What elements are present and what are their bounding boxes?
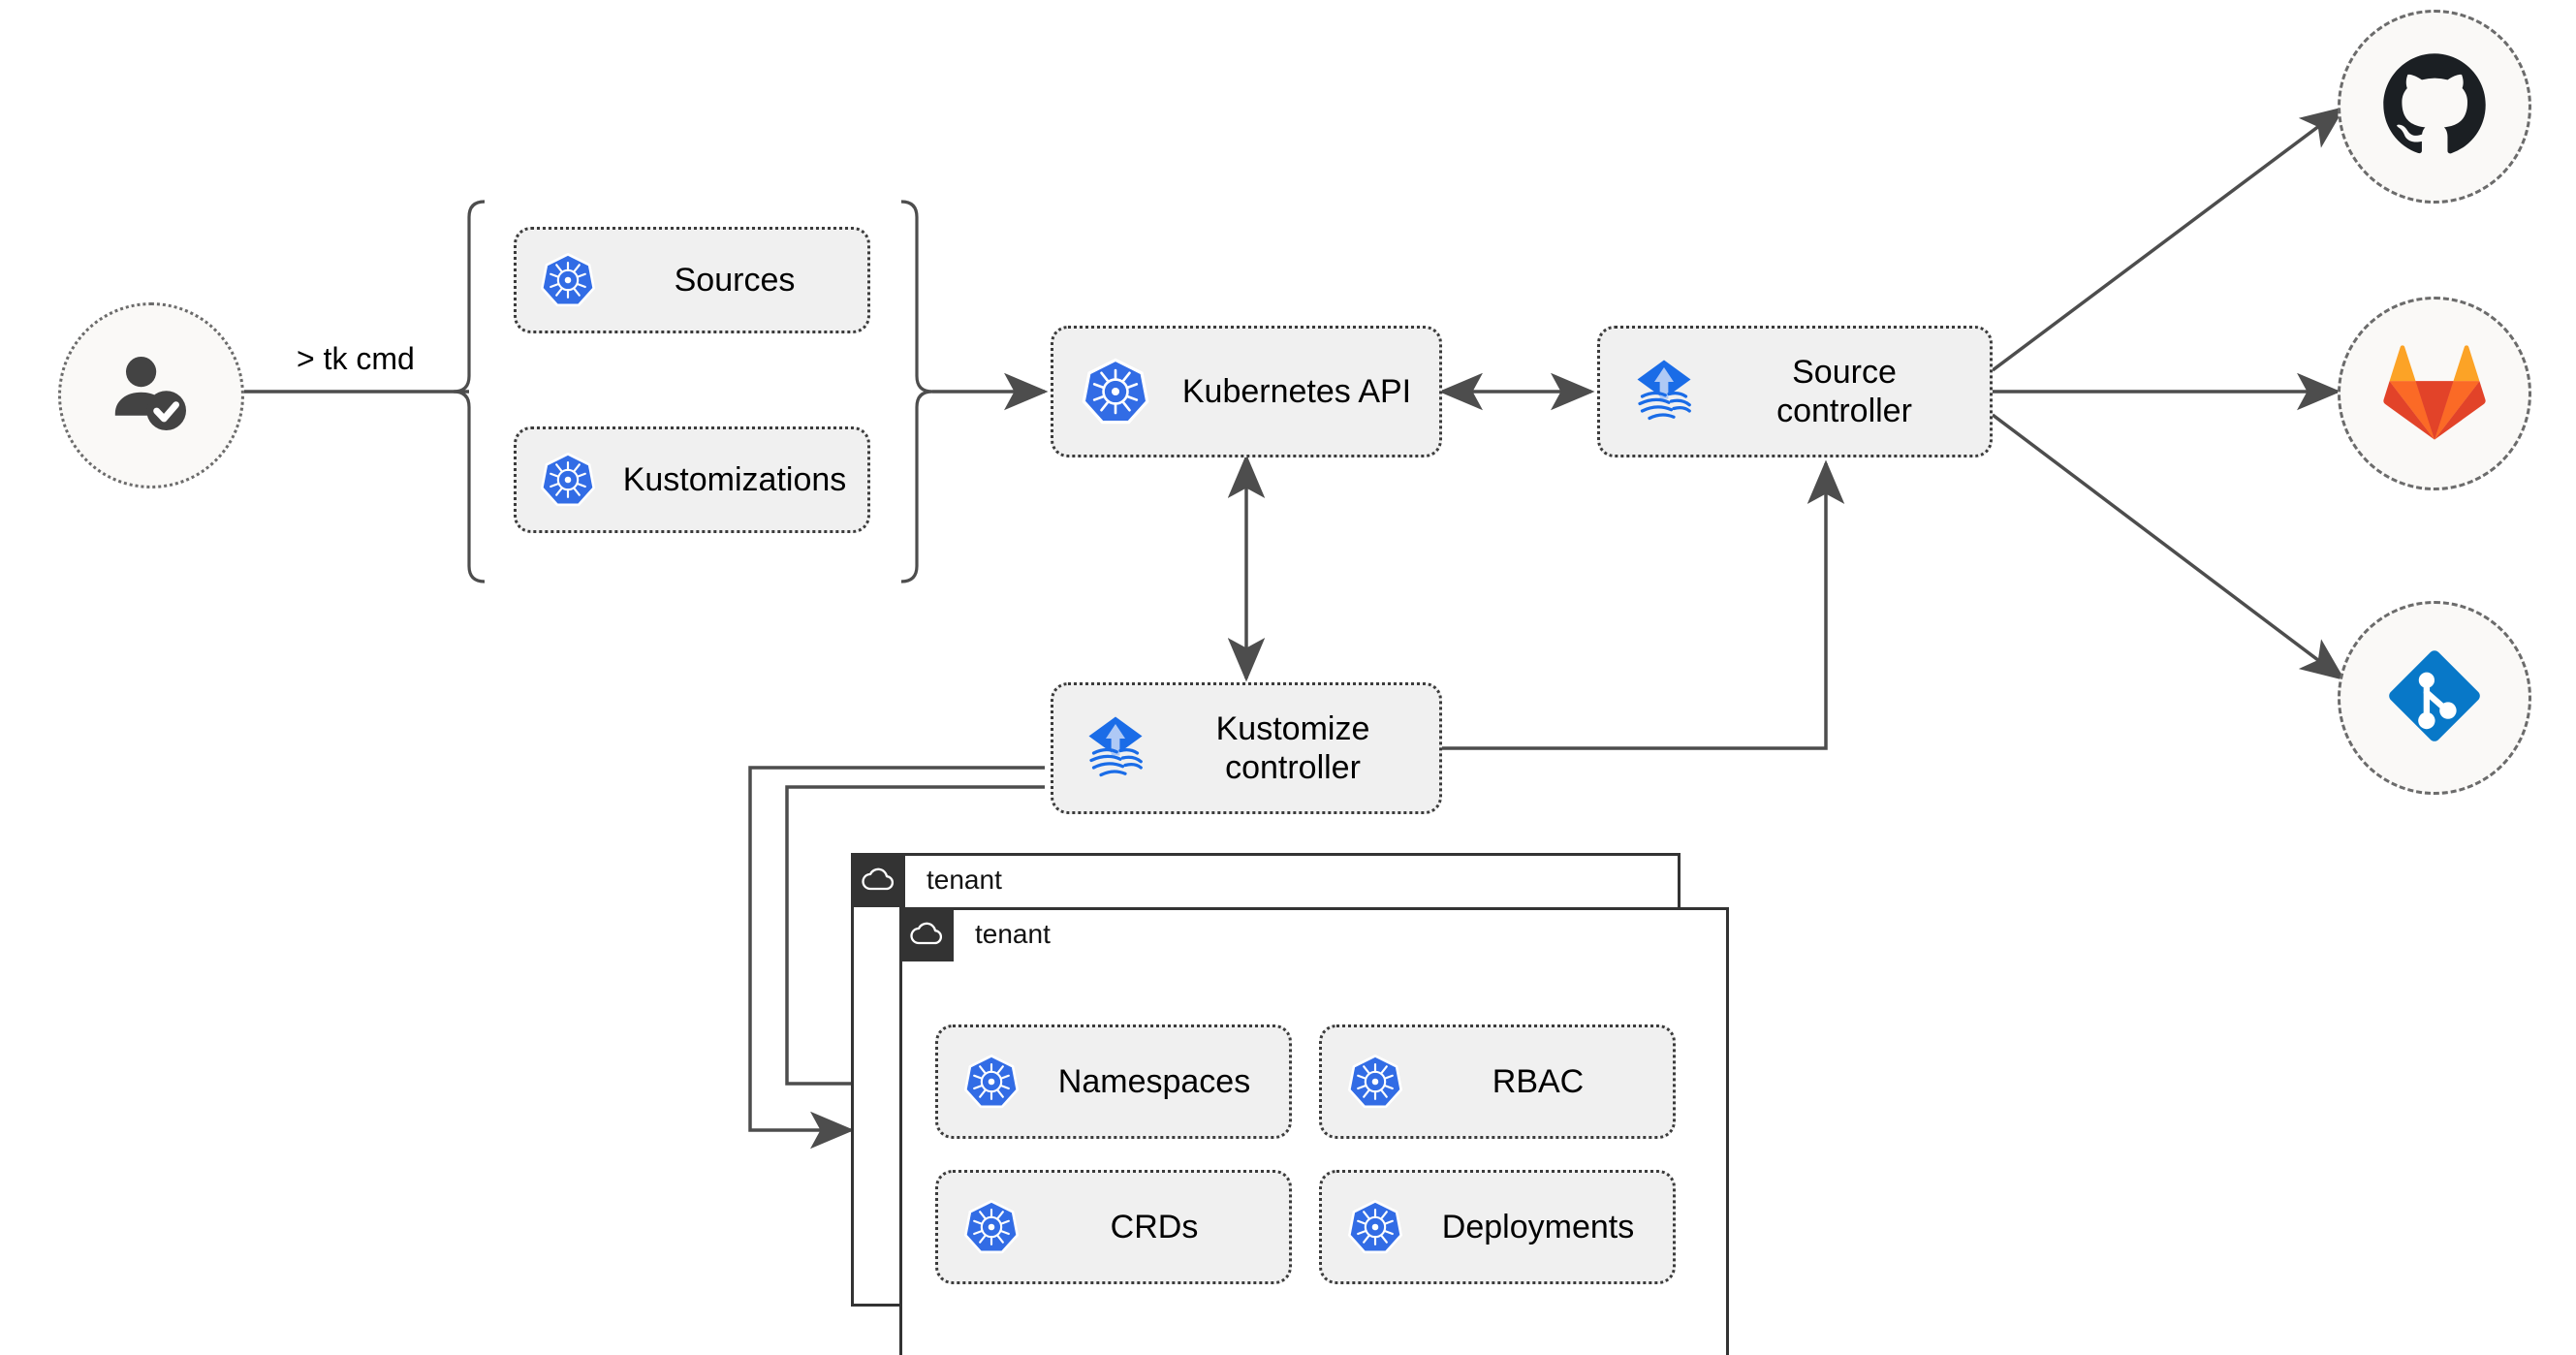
kubernetes-icon — [517, 250, 615, 310]
kubernetes-icon — [938, 1052, 1033, 1112]
node-rbac[interactable]: RBAC — [1319, 1024, 1676, 1139]
cloud-icon — [851, 853, 905, 907]
flux-icon — [1600, 353, 1712, 430]
node-kustomizations[interactable]: Kustomizations — [514, 426, 870, 533]
flux-icon — [1053, 709, 1160, 787]
node-label: Kustomize controller — [1215, 709, 1370, 786]
node-namespaces[interactable]: Namespaces — [935, 1024, 1292, 1139]
tenant-label: tenant — [975, 919, 1051, 949]
node-label: Deployments — [1441, 1208, 1635, 1245]
tenant-label: tenant — [927, 865, 1002, 895]
edge-kustomizecontroller-to-sourcecontroller — [1442, 459, 1845, 750]
node-label: Source controller — [1776, 353, 1912, 429]
node-sources[interactable]: Sources — [514, 227, 870, 333]
tenant-window-2[interactable]: tenant Namespaces — [899, 907, 1729, 1355]
node-crds[interactable]: CRDs — [935, 1170, 1292, 1284]
bracket-left — [453, 200, 486, 583]
node-kubernetes-api[interactable]: Kubernetes API — [1051, 326, 1442, 457]
kubernetes-icon — [938, 1197, 1033, 1257]
cloud-icon — [899, 907, 954, 961]
github-icon — [2381, 51, 2488, 163]
tenant-titlebar: tenant — [899, 907, 1051, 961]
user-check-icon — [105, 347, 198, 445]
kubernetes-icon — [1053, 355, 1168, 428]
node-label: Sources — [674, 261, 796, 299]
command-label: > tk cmd — [291, 341, 421, 377]
node-label: Kustomizations — [622, 460, 847, 498]
node-label: Kubernetes API — [1181, 372, 1412, 410]
node-label: CRDs — [1110, 1208, 1199, 1245]
bracket-right — [900, 200, 933, 583]
kubernetes-icon — [517, 450, 615, 510]
node-source-controller[interactable]: Source controller — [1597, 326, 1993, 457]
user-actor-node[interactable] — [58, 302, 244, 488]
provider-gitlab[interactable] — [2338, 297, 2531, 490]
edge-sourcecontroller-to-git — [1991, 413, 2345, 681]
gitlab-icon — [2382, 341, 2487, 447]
node-kustomize-controller[interactable]: Kustomize controller — [1051, 682, 1442, 814]
provider-git[interactable] — [2338, 601, 2531, 795]
kubernetes-icon — [1322, 1052, 1417, 1112]
edge-sourcecontroller-to-github — [1991, 106, 2345, 372]
kubernetes-icon — [1322, 1197, 1417, 1257]
provider-github[interactable] — [2338, 10, 2531, 204]
node-label: RBAC — [1492, 1062, 1585, 1100]
tenant-titlebar: tenant — [851, 853, 1002, 907]
git-icon — [2378, 640, 2491, 757]
node-deployments[interactable]: Deployments — [1319, 1170, 1676, 1284]
node-label: Namespaces — [1057, 1062, 1251, 1100]
